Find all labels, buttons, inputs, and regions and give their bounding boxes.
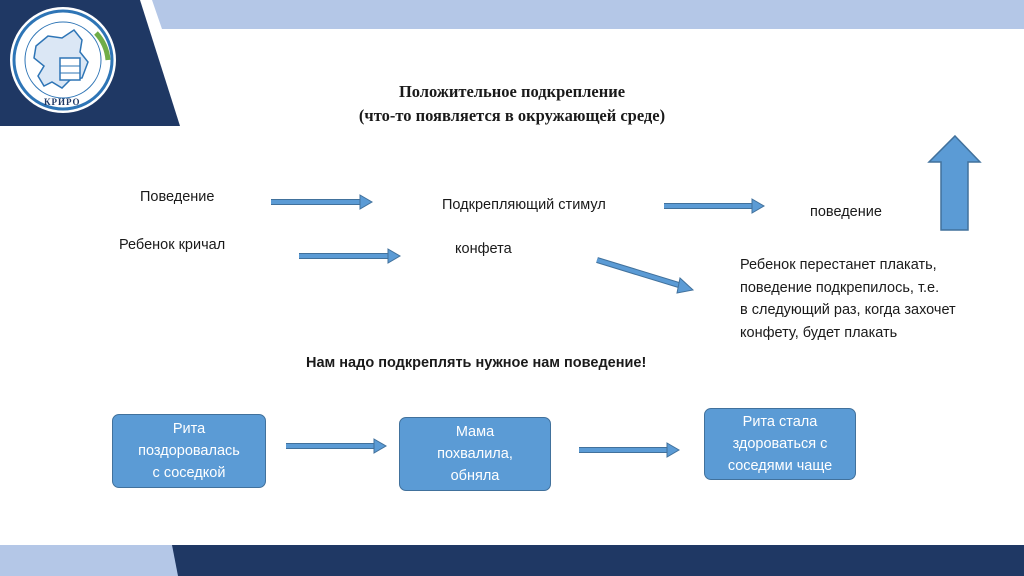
label-candy: конфета [455,241,512,257]
header-light-band [152,0,1024,29]
slide-title: Положительное подкрепление (что-то появл… [260,80,764,128]
flow-box-rita-greets-more: Рита стала здороваться с соседями чаще [704,408,856,480]
footer-navy-band [0,545,1024,576]
footer-light-band [0,545,178,576]
explanation-text: Ребенок перестанет плакать, поведение по… [740,257,956,341]
label-reinforcing-stimulus: Подкрепляющий стимул [442,197,606,213]
title-line-1: Положительное подкрепление [398,82,626,101]
logo-label: КРИРО [44,97,81,107]
krirо-emblem-logo [10,7,116,113]
label-behavior: Поведение [140,189,215,205]
label-child-cried: Ребенок кричал [119,237,226,253]
conclusion-text: Нам надо подкреплять нужное нам поведени… [306,355,647,371]
flow-box-rita-greeted: Рита поздоровалась с соседкой [112,414,266,488]
title-line-2: (что-то появляется в окружающей среде) [358,106,666,125]
label-result-behavior: поведение [810,204,882,220]
up-arrow-icon [927,134,982,231]
flow-box-mom-praised: Мама похвалила, обняла [399,417,551,491]
